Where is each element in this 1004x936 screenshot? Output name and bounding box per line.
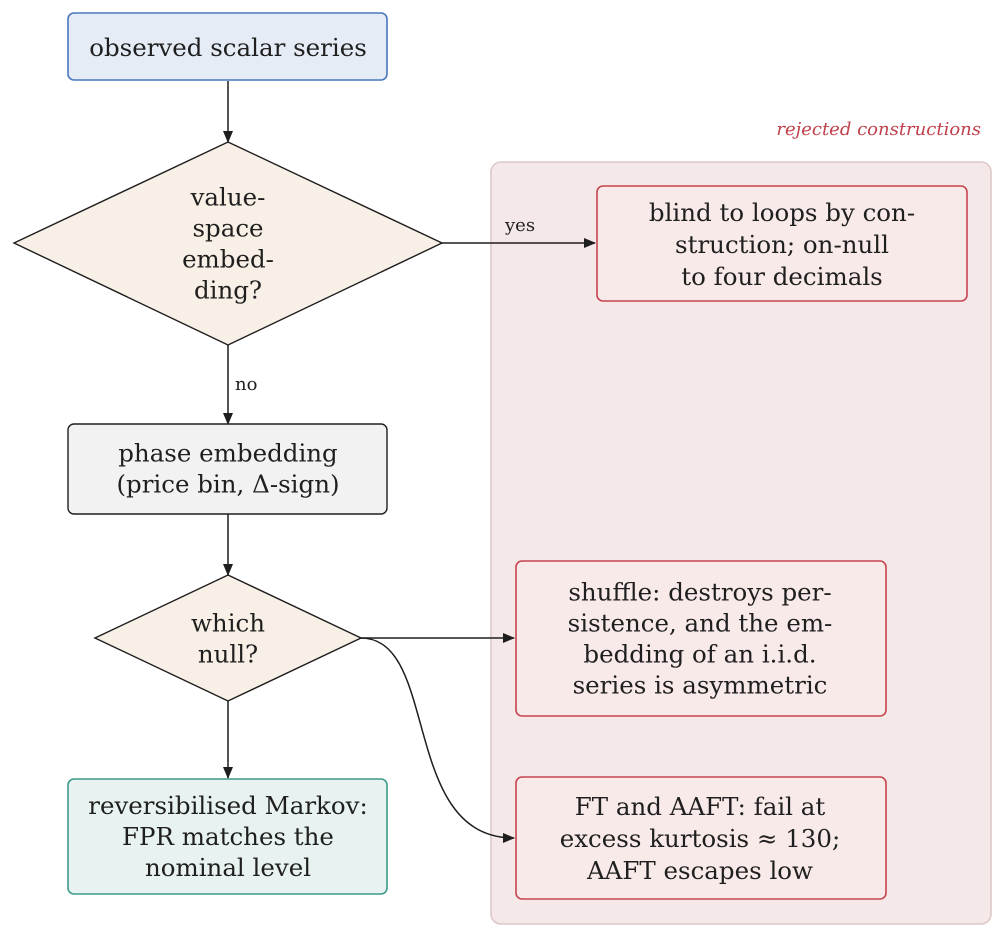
ft-aaft-text: FT and AAFT: fail at excess kurtosis ≈ 13… <box>560 792 841 885</box>
edges <box>223 81 596 843</box>
shuffle-box <box>515 560 887 717</box>
reversibilised-markov-box <box>67 778 388 895</box>
node-text-line: (price bin, Δ-sign) <box>116 469 339 498</box>
node-text-line: bedding of an i.i.d. <box>583 639 816 668</box>
shuffle-text: shuffle: destroys per-sistence, and the … <box>568 577 833 699</box>
rejected-constructions-panel <box>490 161 992 925</box>
node-text-line: ding? <box>194 275 262 304</box>
node-text-line: FPR matches the <box>122 822 334 851</box>
which-null-decision <box>93 574 363 702</box>
phase-embedding-box <box>67 423 388 515</box>
node-text-line: shuffle: destroys per- <box>568 577 831 606</box>
node-text-line: phase embedding <box>118 438 338 467</box>
edge-label-yes: yes <box>504 215 535 236</box>
node-text-line: reversibilised Markov: <box>88 791 368 820</box>
node-text-line: excess kurtosis ≈ 130; <box>560 824 841 853</box>
node-text-line: AAFT escapes low <box>586 856 813 885</box>
node-text-line: nominal level <box>145 853 311 882</box>
rejected-constructions-label: rejected constructions <box>776 119 981 140</box>
node-text-line: FT and AAFT: fail at <box>575 792 826 821</box>
node-text-line: embed- <box>182 244 274 273</box>
ft-aaft-box <box>515 776 887 900</box>
phase-embedding-text: phase embedding(price bin, Δ-sign) <box>116 438 339 498</box>
node-text-line: value- <box>190 182 266 211</box>
observed-series-box <box>67 12 388 81</box>
node-text-line: observed scalar series <box>89 33 367 62</box>
edge-label-no: no <box>235 374 257 395</box>
edge-which-null-to-ft-aaft <box>360 637 515 843</box>
node-text-line: blind to loops by con- <box>649 198 915 227</box>
node-text-line: null? <box>198 639 258 668</box>
blind-to-loops-box <box>596 185 968 302</box>
node-text-line: sistence, and the em- <box>568 608 833 637</box>
node-text-line: struction; on-null <box>675 230 889 259</box>
node-text-line: to four decimals <box>681 262 882 291</box>
node-text-line: series is asymmetric <box>573 670 828 699</box>
node-text-line: space <box>192 213 263 242</box>
node-text-line: which <box>191 608 265 637</box>
blind-to-loops-text: blind to loops by con-struction; on-null… <box>649 198 915 291</box>
observed-series-text: observed scalar series <box>89 33 367 62</box>
value-space-decision <box>12 141 444 346</box>
